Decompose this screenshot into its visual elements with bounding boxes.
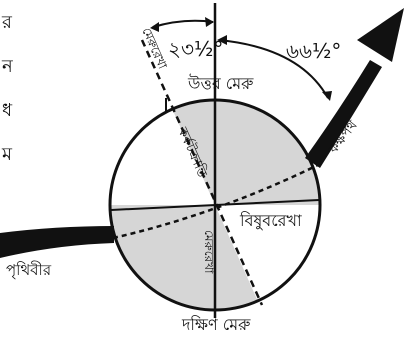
earth-orbit-label: পৃথিবীর [6, 261, 52, 280]
orbit-band-left [0, 226, 114, 258]
south-pole-label: দক্ষিণ মেরু [181, 315, 251, 334]
north-pole-label: উত্তর মেরু [187, 74, 254, 93]
angle-orbit-label: ৬৬½° [286, 39, 341, 63]
equator-label: বিষুবরেখা [239, 211, 302, 230]
orbit-arc-arrow-right [322, 91, 332, 101]
orbit-arrow-head [357, 8, 404, 62]
tilt-arc-arrow-right [205, 17, 214, 27]
axis-label-bottom: মেরুরেখা [202, 230, 216, 274]
orbit-band-right [305, 60, 382, 168]
axis-label-top: মেরুরেখা [139, 26, 170, 72]
angle-tilt-label: ২৩½° [168, 37, 223, 61]
tilt-angle-arc [153, 21, 213, 27]
